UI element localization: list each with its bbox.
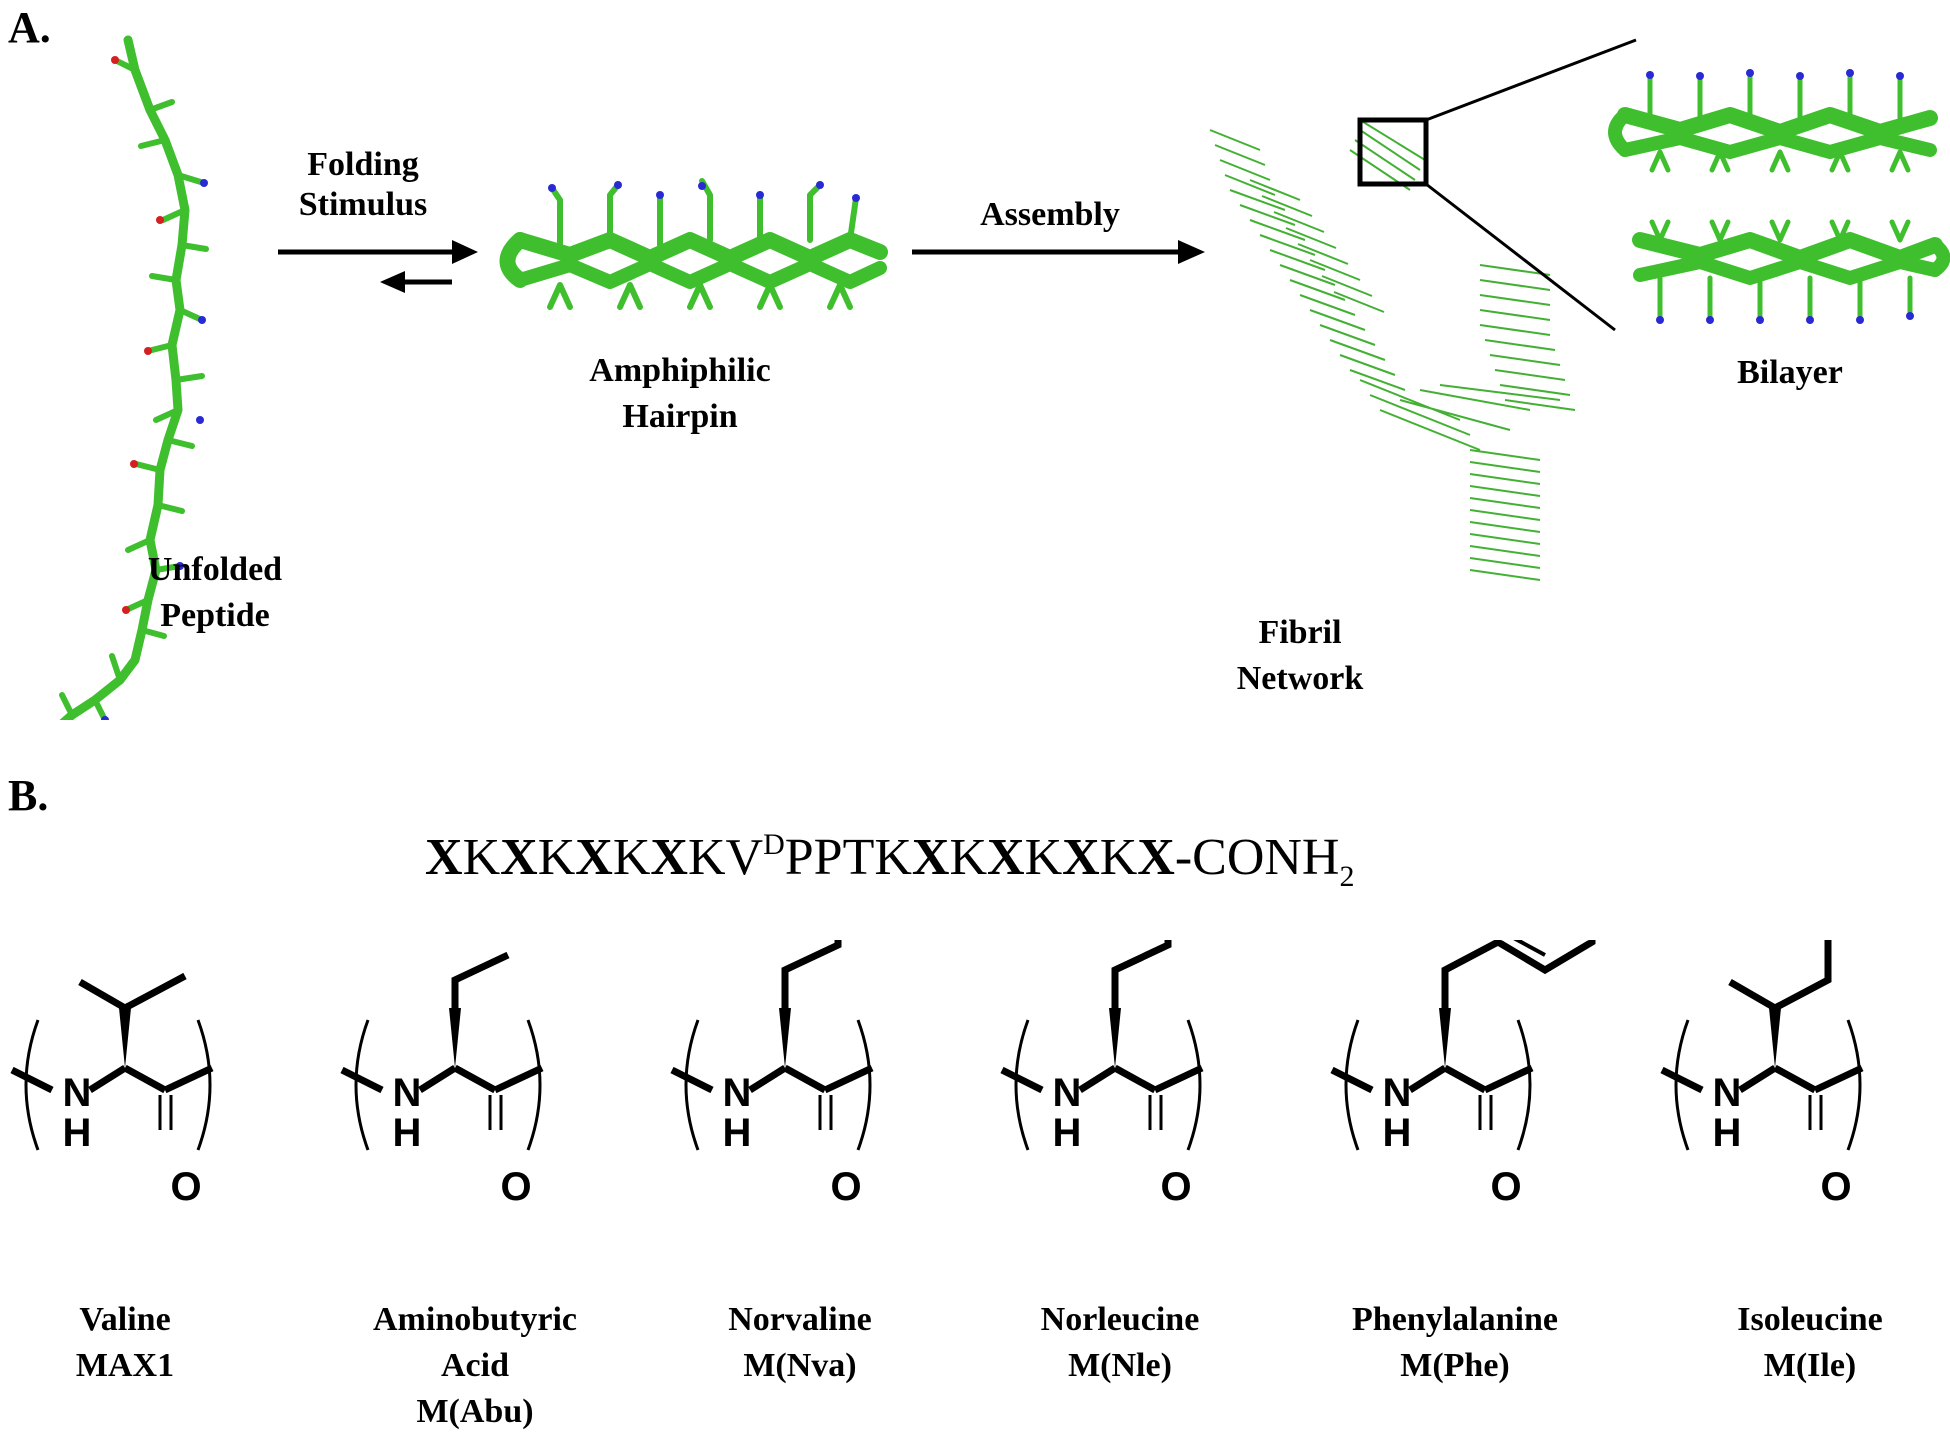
residue-name-isoleucine: Isoleucine — [1737, 1301, 1883, 1338]
assembly-label: Assembly — [980, 196, 1120, 233]
phenylalanine-structure — [1332, 940, 1596, 1150]
svg-text:N: N — [1053, 1071, 1082, 1115]
svg-text:O: O — [830, 1165, 861, 1209]
residue-name-norvaline: Norvaline — [728, 1301, 872, 1338]
residue-variant-max1: MAX1 — [75, 1347, 175, 1384]
residue-variant-nle: M(Nle) — [1068, 1347, 1172, 1384]
residue-structures — [0, 940, 1950, 1270]
bilayer-atoms — [1646, 69, 1914, 324]
panel-a-label: A. — [8, 3, 51, 52]
bilayer-model — [1608, 72, 1950, 321]
folding-arrows — [278, 240, 478, 293]
bilayer-label: Bilayer — [1737, 354, 1843, 391]
aminobutyric-acid-structure — [342, 951, 542, 1150]
residue-variant-phe: M(Phe) — [1400, 1347, 1510, 1384]
panel-a-graphics — [59, 35, 1950, 720]
hairpin-model — [499, 178, 888, 310]
folding-stimulus-label: Folding Stimulus — [298, 146, 428, 223]
isoleucine-structure — [1662, 940, 1862, 1150]
svg-text:H: H — [1713, 1111, 1742, 1155]
residue-name-norleucine: Norleucine — [1040, 1301, 1200, 1338]
svg-text:O: O — [1820, 1165, 1851, 1209]
valine-structure — [12, 972, 212, 1150]
amphiphilic-hairpin-label: Amphiphilic Hairpin — [589, 352, 771, 435]
svg-text:N: N — [63, 1071, 92, 1115]
svg-text:O: O — [1490, 1165, 1521, 1209]
svg-text:O: O — [1160, 1165, 1191, 1209]
assembly-arrow — [912, 240, 1205, 264]
svg-text:H: H — [393, 1111, 422, 1155]
zoom-line-top — [1425, 38, 1637, 122]
norvaline-structure — [672, 940, 872, 1150]
residue-name-phenylalanine: Phenylalanine — [1352, 1301, 1558, 1338]
zoom-box — [1357, 117, 1429, 187]
svg-text:H: H — [723, 1111, 752, 1155]
residue-name-valine: Valine — [79, 1301, 171, 1338]
fibril-network-label: Fibril Network — [1236, 614, 1364, 697]
unfolded-peptide-label: Unfolded Peptide — [147, 551, 283, 634]
unfolded-peptide-atoms — [101, 56, 208, 720]
norleucine-structure — [1002, 940, 1218, 1150]
svg-text:N: N — [393, 1071, 422, 1115]
svg-text:H: H — [1383, 1111, 1412, 1155]
svg-text:O: O — [170, 1165, 201, 1209]
svg-text:N: N — [723, 1071, 752, 1115]
svg-text:N: N — [1383, 1071, 1412, 1115]
unfolded-peptide-model — [59, 35, 209, 720]
svg-text:N: N — [1713, 1071, 1742, 1115]
hairpin-atoms — [548, 181, 860, 202]
svg-text:O: O — [500, 1165, 531, 1209]
peptide-sequence: XKXKXKXKVDPPTKXKXKXKX-CONH2 — [425, 828, 1355, 893]
zoom-line-bottom — [1425, 182, 1616, 332]
residue-name-aminobutyric-acid: Aminobutyric Acid — [373, 1301, 577, 1384]
fibril-network — [1209, 119, 1576, 581]
residue-variant-nva: M(Nva) — [743, 1347, 857, 1384]
panel-b-label: B. — [8, 771, 49, 820]
svg-text:H: H — [1053, 1111, 1082, 1155]
residue-variant-abu: M(Abu) — [416, 1393, 534, 1430]
residue-variant-ile: M(Ile) — [1763, 1347, 1857, 1384]
svg-text:H: H — [63, 1111, 92, 1155]
